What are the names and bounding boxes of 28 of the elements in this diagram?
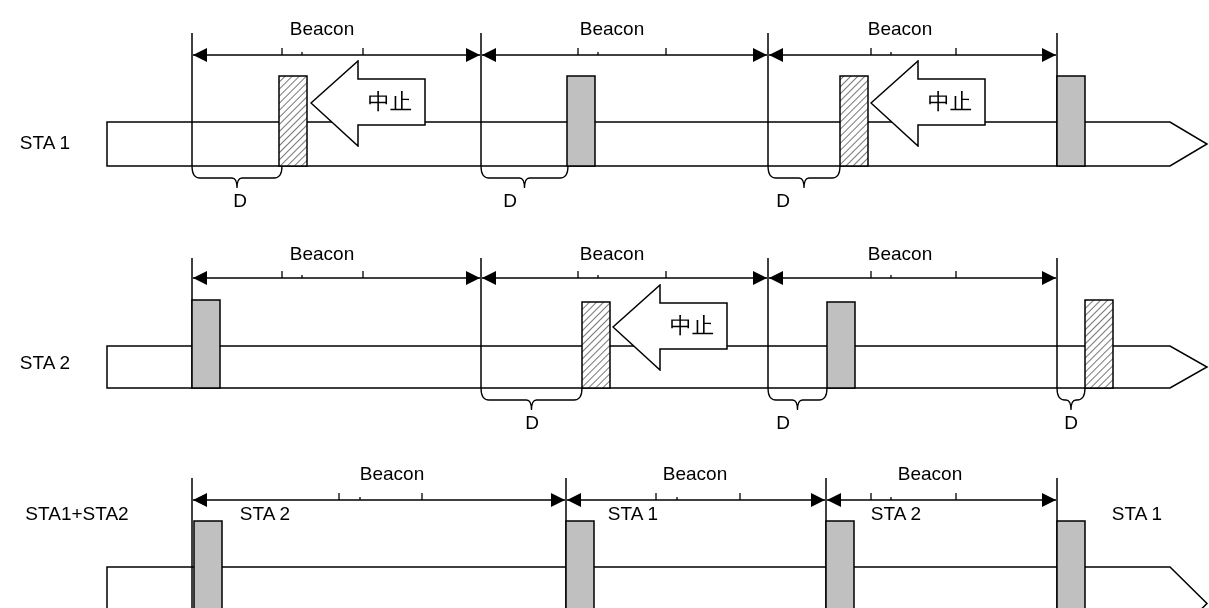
station-label: STA 1 (606, 503, 660, 524)
stop-arrow (310, 60, 426, 147)
duration-label: D (775, 190, 791, 211)
stop-label: 中止 (669, 314, 715, 338)
duration-label: D (524, 412, 540, 433)
interval-label: Beacon (288, 18, 356, 39)
station-label: STA 1 (18, 132, 72, 153)
station-label: STA 2 (18, 352, 72, 373)
stop-arrow (870, 60, 986, 147)
interval-label: Beacon (578, 18, 646, 39)
stop-label: 中止 (367, 90, 413, 114)
interval-label: Beacon (661, 463, 729, 484)
duration-label: D (1063, 412, 1079, 433)
stop-label: 中止 (927, 90, 973, 114)
duration-label: D (232, 190, 248, 211)
station-label: STA 2 (238, 503, 292, 524)
interval-label: Beacon (288, 243, 356, 264)
interval-label: Beacon (896, 463, 964, 484)
station-label: STA 2 (869, 503, 923, 524)
interval-label: Beacon (866, 243, 934, 264)
interval-label: Beacon (578, 243, 646, 264)
duration-label: D (502, 190, 518, 211)
station-label: STA 1 (1110, 503, 1164, 524)
interval-label: Beacon (358, 463, 426, 484)
station-label: STA1+STA2 (24, 503, 130, 524)
stop-arrow (612, 284, 728, 371)
duration-label: D (775, 412, 791, 433)
interval-label: Beacon (866, 18, 934, 39)
